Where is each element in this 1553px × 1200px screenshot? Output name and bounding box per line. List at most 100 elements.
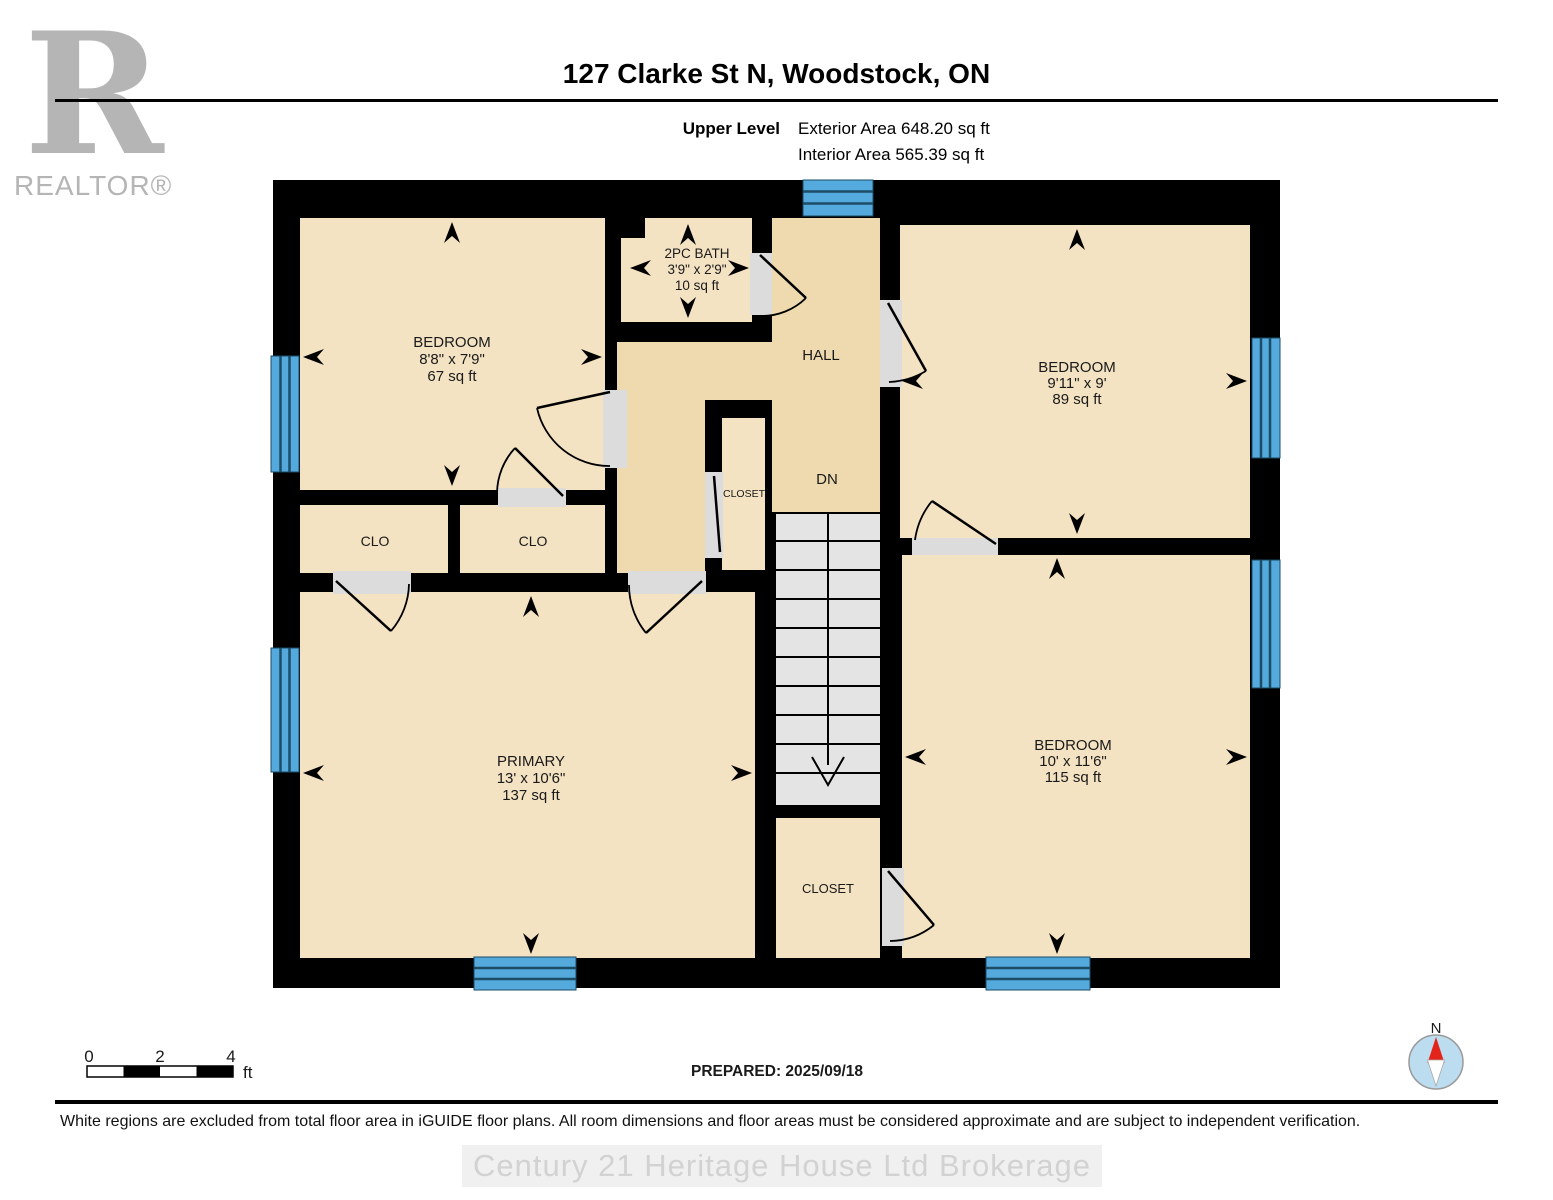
door-swings	[335, 254, 997, 942]
scale-tick-label: 2	[155, 1047, 164, 1066]
room-closet-bottom	[776, 818, 880, 958]
stairs-down-label: DN	[816, 471, 838, 488]
room-dims: 10' x 11'6"	[1039, 753, 1107, 770]
level-label: Upper Level	[682, 119, 780, 138]
dimension-arrow	[680, 297, 696, 318]
room-bedroom-bottom-right	[902, 555, 1250, 958]
room-closet-mid-row	[460, 505, 605, 573]
door-opening	[498, 488, 566, 507]
dimension-arrow	[905, 749, 926, 765]
scale-tick-label: 0	[84, 1047, 93, 1066]
realtor-logo-icon: R	[24, 0, 164, 193]
dimension-arrow	[731, 765, 752, 781]
room-area: 137 sq ft	[502, 787, 560, 804]
dimension-arrow	[1049, 933, 1065, 954]
dimension-arrow	[444, 465, 460, 486]
scale-bar: 0 2 4 ft	[84, 1047, 252, 1082]
door-opening	[333, 571, 411, 594]
window-icon	[802, 179, 874, 217]
scale-tick-label: 4	[226, 1047, 235, 1066]
door-swing	[914, 499, 997, 546]
room-label: 2PC BATH	[664, 246, 729, 261]
scale-unit-label: ft	[243, 1063, 253, 1082]
room-label: BEDROOM	[1038, 359, 1116, 376]
dimension-arrow	[1226, 373, 1247, 389]
door-opening	[628, 571, 706, 594]
room-bedroom-top-right	[900, 225, 1250, 538]
windows	[270, 179, 1281, 991]
window-icon	[473, 956, 577, 991]
room-closet-hall	[722, 418, 765, 570]
room-area: 67 sq ft	[427, 368, 477, 385]
interior-area-text: Interior Area 565.39 sq ft	[798, 145, 985, 164]
room-dims: 9'11" x 9'	[1047, 375, 1106, 392]
dimension-arrow	[680, 224, 696, 245]
dimension-arrow	[1069, 229, 1085, 250]
room-label-clo: CLO	[361, 533, 390, 549]
room-label-clo: CLO	[519, 533, 548, 549]
door-swing	[712, 475, 722, 553]
window-icon	[270, 647, 300, 773]
room-labels: BEDROOM 8'8" x 7'9" 67 sq ft 2PC BATH 3'…	[361, 246, 1116, 896]
window-icon	[270, 355, 300, 473]
room-hall-wing	[617, 342, 772, 400]
door-openings	[333, 253, 998, 946]
header-divider	[55, 99, 1498, 102]
room-label-closet: CLOSET	[802, 881, 854, 896]
door-swing	[536, 390, 611, 467]
dimension-arrow	[902, 373, 923, 389]
room-primary	[300, 592, 755, 958]
dimension-arrow	[523, 933, 539, 954]
staircase	[776, 512, 880, 788]
brokerage-watermark: Century 21 Heritage House Ltd Brokerage	[462, 1145, 1102, 1187]
room-label: PRIMARY	[497, 753, 565, 770]
room-label-closet: CLOSET	[723, 488, 766, 500]
door-opening	[750, 253, 772, 315]
room-bath-notch	[621, 238, 645, 322]
compass-needle-north	[1427, 1037, 1445, 1063]
room-area: 89 sq ft	[1052, 391, 1102, 408]
door-swing	[335, 580, 410, 632]
exterior-area-text: Exterior Area 648.20 sq ft	[798, 119, 990, 138]
door-opening	[912, 538, 998, 555]
dimension-arrow	[630, 260, 651, 276]
window-icon	[985, 956, 1091, 991]
dimension-arrow	[1226, 749, 1247, 765]
watermark-text: Century 21 Heritage House Ltd Brokerage	[473, 1148, 1091, 1183]
room-hall-strip	[617, 400, 705, 573]
door-swing	[759, 254, 807, 317]
room-dims: 8'8" x 7'9"	[419, 351, 485, 368]
room-bedroom-top-left	[300, 218, 605, 490]
prepared-date: PREPARED: 2025/09/18	[691, 1063, 863, 1080]
stairs-down-arrow-icon	[811, 756, 845, 788]
room-label-hall: HALL	[802, 347, 840, 364]
room-dims: 3'9" x 2'9"	[667, 262, 726, 277]
room-label: BEDROOM	[413, 334, 491, 351]
door-swing	[628, 580, 703, 634]
compass-north-label: N	[1431, 1020, 1442, 1037]
room-area: 115 sq ft	[1045, 769, 1102, 786]
room-dims: 13' x 10'6"	[497, 770, 566, 787]
dimension-arrow	[1049, 558, 1065, 579]
footer-divider	[55, 1100, 1498, 1104]
room-closet-left	[300, 505, 448, 573]
dimension-arrow	[523, 596, 539, 617]
realtor-logo-text: REALTOR®	[14, 170, 173, 201]
dimension-arrow	[728, 260, 749, 276]
dimension-arrow	[444, 222, 460, 243]
door-opening	[603, 390, 627, 468]
page-title: 127 Clarke St N, Woodstock, ON	[562, 58, 991, 89]
room-area: 10 sq ft	[675, 278, 720, 293]
dimension-arrow	[303, 765, 324, 781]
door-opening	[880, 300, 902, 387]
compass-icon: N	[1408, 1020, 1464, 1090]
compass-needle-south	[1426, 1059, 1446, 1088]
door-opening	[882, 868, 904, 946]
dimension-arrow	[581, 349, 602, 365]
dimension-arrows	[303, 222, 1247, 954]
window-icon	[1251, 337, 1281, 459]
room-hall	[772, 218, 880, 512]
dimension-arrow	[303, 349, 324, 365]
